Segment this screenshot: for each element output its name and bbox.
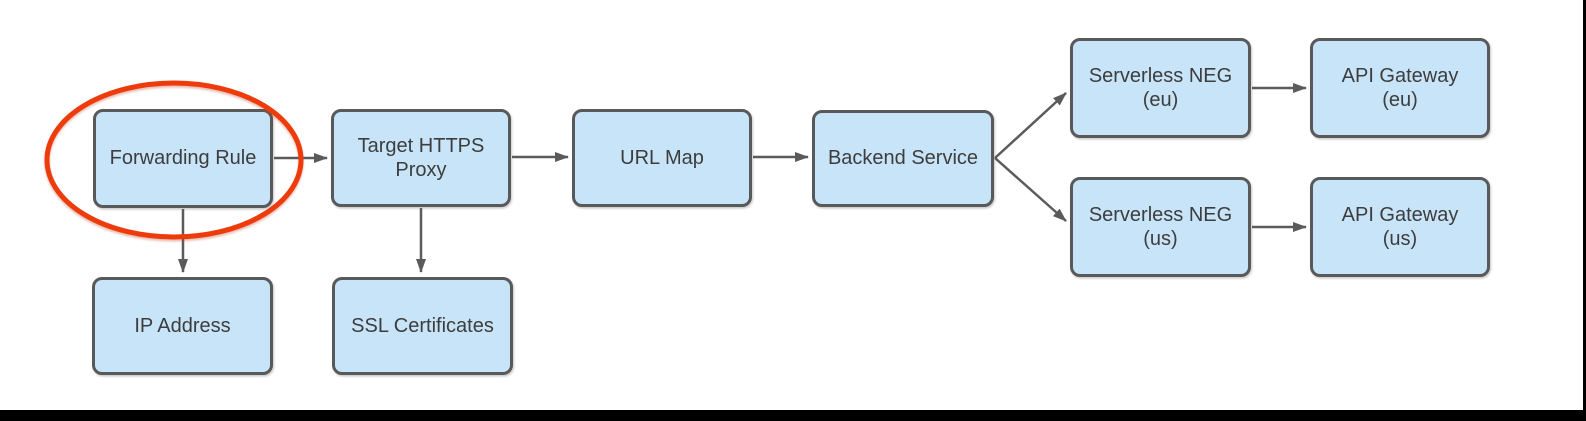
node-label: URL Map bbox=[620, 146, 704, 169]
node-api-gateway-us: API Gateway (us) bbox=[1310, 177, 1490, 277]
node-label: SSL Certificates bbox=[351, 314, 494, 337]
node-api-gateway-eu: API Gateway (eu) bbox=[1310, 38, 1490, 138]
node-label: Forwarding Rule bbox=[109, 147, 257, 170]
node-label: Serverless NEG (eu) bbox=[1088, 64, 1233, 111]
node-backend-service: Backend Service bbox=[812, 110, 994, 207]
edge-backend-service-to-serverless-neg-eu bbox=[994, 92, 1067, 159]
node-target-https-proxy: Target HTTPS Proxy bbox=[331, 109, 511, 207]
node-ssl-certificates: SSL Certificates bbox=[332, 277, 513, 375]
node-label: API Gateway (us) bbox=[1341, 203, 1459, 250]
node-ip-address: IP Address bbox=[92, 277, 273, 375]
node-label: Target HTTPS Proxy bbox=[357, 134, 485, 181]
node-label: API Gateway (eu) bbox=[1341, 64, 1459, 111]
node-serverless-neg-us: Serverless NEG (us) bbox=[1070, 177, 1251, 277]
node-url-map: URL Map bbox=[572, 109, 752, 207]
node-label: Backend Service bbox=[827, 147, 979, 170]
node-label: IP Address bbox=[134, 314, 231, 337]
edge-backend-service-to-serverless-neg-us bbox=[994, 157, 1067, 222]
node-forwarding-rule: Forwarding Rule bbox=[93, 109, 273, 208]
node-label: Serverless NEG (us) bbox=[1088, 203, 1233, 250]
screen-edge-right bbox=[1583, 0, 1586, 421]
screen-edge-bottom bbox=[0, 410, 1586, 421]
node-serverless-neg-eu: Serverless NEG (eu) bbox=[1070, 38, 1251, 138]
